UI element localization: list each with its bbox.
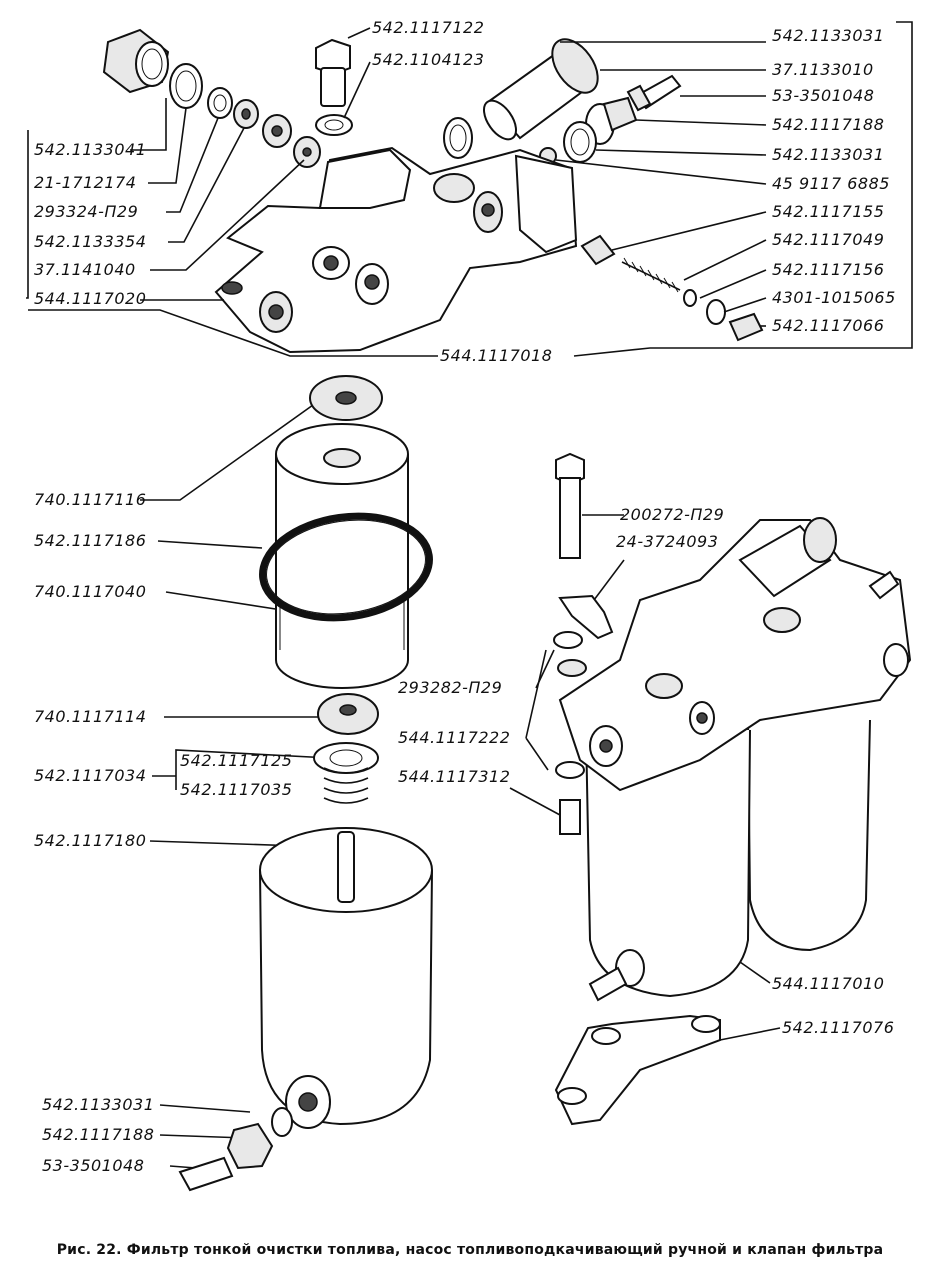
mount-bolt [555, 452, 585, 559]
washer [557, 659, 587, 677]
part-label: 37.1141040 [34, 260, 136, 279]
part-label: 740.1117116 [34, 490, 147, 509]
part-label: 45 9117 6885 [772, 174, 890, 193]
part-label: 542.1133031 [772, 26, 885, 45]
part-label: 542.1117125 [180, 751, 293, 770]
sleeve [559, 799, 581, 835]
part-label: 542.1133031 [772, 145, 885, 164]
o-ring [563, 121, 597, 163]
filter-gasket-top [309, 375, 383, 421]
washer [555, 761, 585, 779]
part-label: 544.1117010 [772, 974, 885, 993]
hand-pump [483, 38, 599, 141]
bolt-top [315, 38, 351, 107]
part-label: 21-1712174 [34, 173, 137, 192]
spring-seat [317, 693, 379, 735]
part-label: 740.1117040 [34, 582, 147, 601]
part-label: 542.1117034 [34, 766, 147, 785]
filter-bowl [259, 827, 433, 1129]
part-label: 740.1117114 [34, 707, 147, 726]
clip-bracket [558, 594, 614, 640]
part-label: 544.1117020 [34, 289, 147, 308]
part-label: 293324-П29 [34, 202, 139, 221]
washer [271, 1107, 293, 1137]
part-label: 542.1133041 [34, 140, 147, 159]
washer [207, 87, 233, 119]
part-label: 542.1133354 [34, 232, 147, 251]
part-label: 542.1117180 [34, 831, 147, 850]
o-ring [443, 117, 473, 159]
part-label: 542.1104123 [372, 50, 485, 69]
drain-plug-top-left [102, 28, 170, 94]
part-label: 542.1117156 [772, 260, 885, 279]
union-bolt-bottom [226, 1122, 274, 1170]
part-label: 542.1117049 [772, 230, 885, 249]
part-label: 542.1117122 [372, 18, 485, 37]
leader-lines [26, 21, 913, 1169]
part-label: 24-3724093 [616, 532, 719, 551]
part-label: 542.1117076 [782, 1018, 895, 1037]
filter-element [275, 423, 409, 689]
part-label: 542.1117188 [42, 1125, 155, 1144]
washer [553, 631, 583, 649]
part-label: 293282-П29 [398, 678, 503, 697]
part-label: 542.1117155 [772, 202, 885, 221]
part-label: 542.1133031 [42, 1095, 155, 1114]
part-label: 53-3501048 [772, 86, 875, 105]
washer [315, 114, 353, 136]
part-label: 4301-1015065 [772, 288, 896, 307]
part-label: 542.1117186 [34, 531, 147, 550]
bleed-screw [626, 74, 682, 112]
part-label: 542.1117188 [772, 115, 885, 134]
part-label: 37.1133010 [772, 60, 874, 79]
figure-caption: Рис. 22. Фильтр тонкой очистки топлива, … [56, 1242, 884, 1258]
part-label: 200272-П29 [620, 505, 725, 524]
mounting-bracket [554, 1014, 721, 1126]
part-label: 542.1117066 [772, 316, 885, 335]
filter-valve-parts [580, 234, 764, 342]
filter-head-housing [214, 146, 578, 354]
part-label: 544.1117312 [398, 767, 511, 786]
assembled-filter [558, 517, 912, 1002]
bleed-screw-bottom [178, 1156, 234, 1192]
part-label: 544.1117018 [440, 346, 553, 365]
part-label: 53-3501048 [42, 1156, 145, 1175]
filter-ring-gasket [259, 512, 433, 622]
spring-and-cup [313, 742, 379, 804]
part-label: 544.1117222 [398, 728, 511, 747]
part-label: 542.1117035 [180, 780, 293, 799]
